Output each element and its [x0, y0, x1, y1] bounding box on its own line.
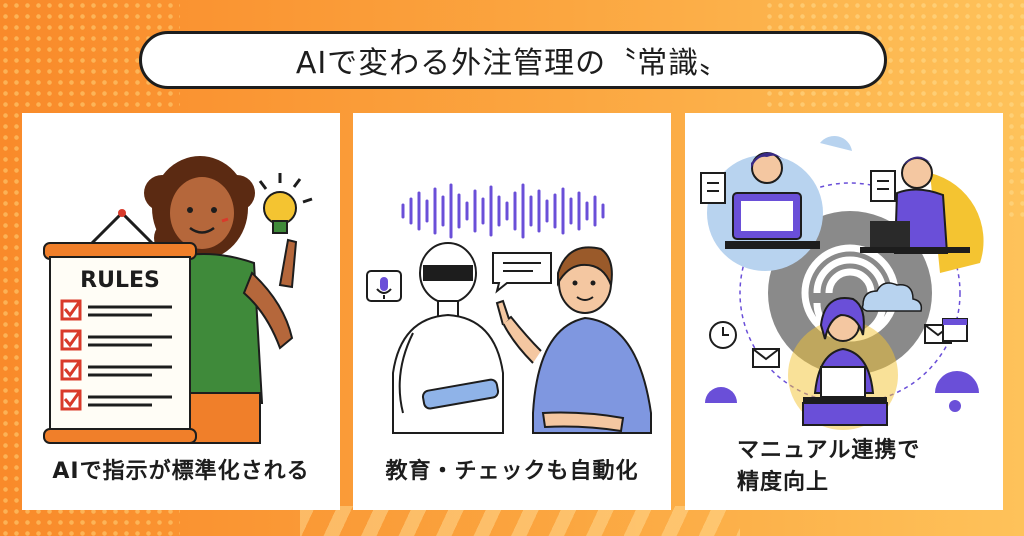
clock-icon: [709, 321, 737, 349]
card1-illustration: RULES: [43, 156, 313, 444]
card-standardized-instructions: RULES AIで指示が標準化される: [22, 113, 340, 510]
laptop-icon: [803, 366, 887, 403]
card3-illustration: [700, 135, 984, 430]
document-icon: [700, 170, 896, 204]
lightbulb-icon: [258, 173, 313, 234]
man-talking-icon: [495, 246, 652, 434]
person-desk-top-left: [707, 152, 823, 271]
calendar-icon: [942, 318, 968, 342]
board-label: RULES: [80, 268, 160, 293]
page-title: AIで変わる外注管理の〝常識〟: [295, 46, 731, 81]
background-stripes: [300, 506, 740, 536]
person-desk-bottom: [788, 297, 898, 430]
card2-caption: 教育・チェックも自動化: [385, 459, 639, 484]
microphone-icon: [366, 270, 402, 302]
sound-wave-icon: [401, 183, 605, 239]
cloud-icon: [861, 282, 923, 312]
card2-illustration: [366, 183, 652, 434]
title-banner: AIで変わる外注管理の〝常識〟: [139, 31, 887, 89]
robot-icon: [392, 242, 504, 434]
checkbox-icon: [60, 299, 82, 411]
rules-board-icon: RULES: [43, 209, 197, 444]
chat-bubble-icon: [492, 252, 552, 294]
person-desk-top-right: [860, 156, 984, 273]
card3-caption-line1: マニュアル連携で: [737, 438, 921, 463]
card1-caption: AIで指示が標準化される: [52, 459, 310, 484]
card-auto-training-check: 教育・チェックも自動化: [353, 113, 671, 510]
card3-caption-line2: 精度向上: [737, 470, 830, 495]
card-manual-integration: マニュアル連携で 精度向上: [685, 113, 1003, 510]
card3-caption: マニュアル連携で 精度向上: [685, 435, 1003, 499]
